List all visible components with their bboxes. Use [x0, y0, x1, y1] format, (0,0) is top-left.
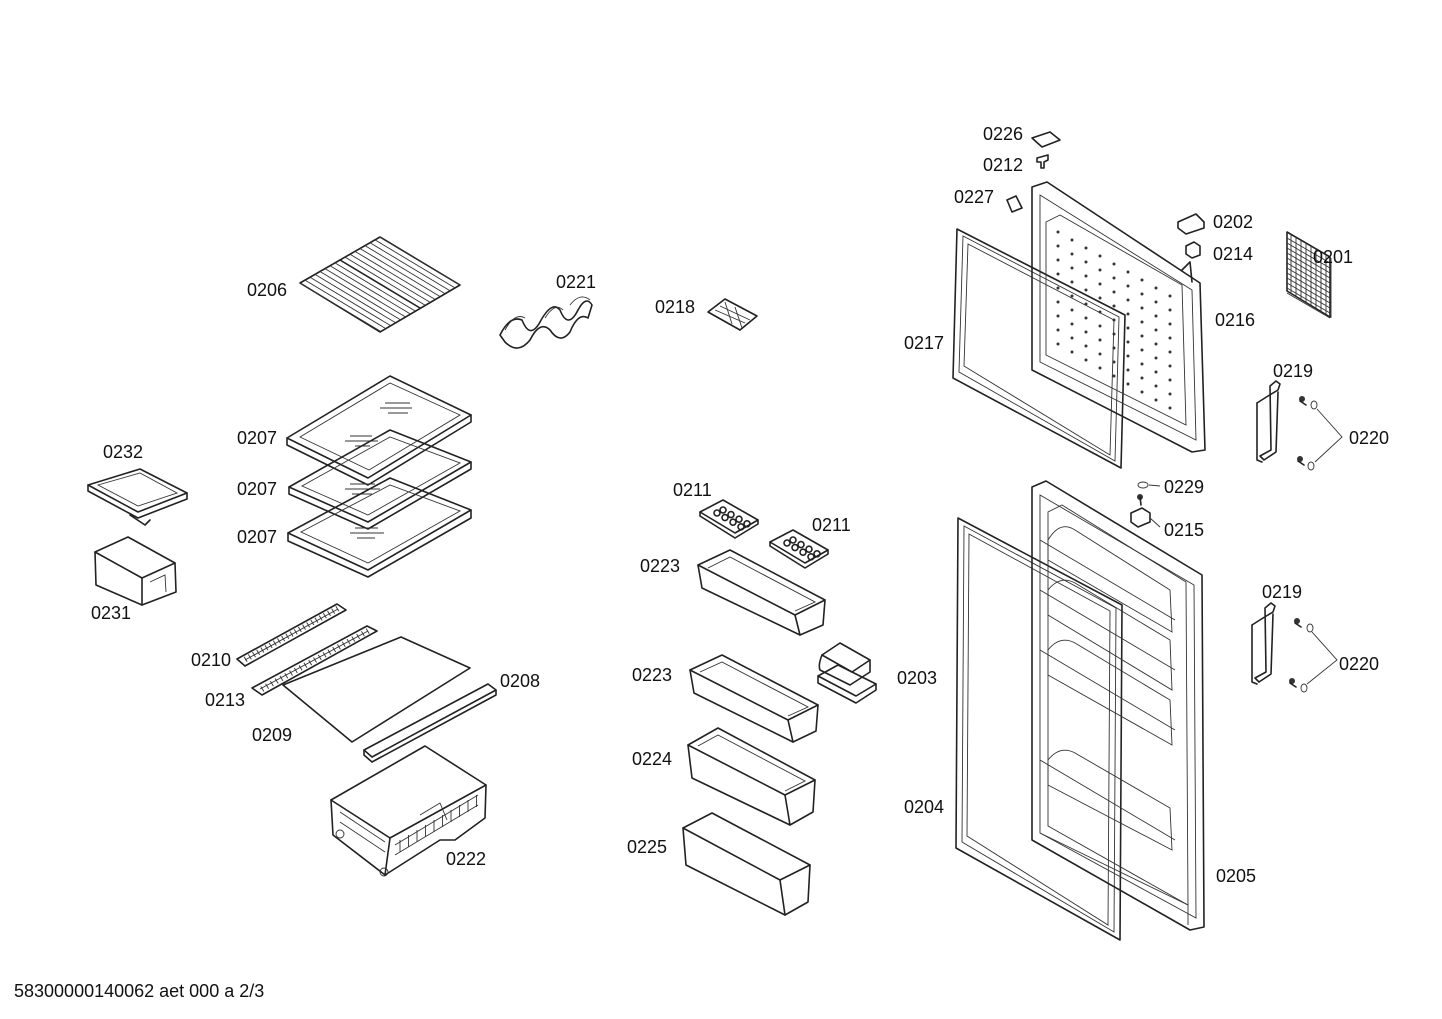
label-0204: 0204 [904, 797, 945, 817]
label-0218: 0218 [655, 297, 696, 317]
part-0219-handle-upper [1256, 380, 1281, 463]
label-0232: 0232 [103, 442, 144, 462]
label-0225: 0225 [627, 837, 668, 857]
label-0213: 0213 [205, 690, 246, 710]
part-0201-label [1286, 231, 1332, 319]
drawing-number: 58300000140062 aet 000 a 2/3 [14, 981, 265, 1001]
label-0219-upper: 0219 [1273, 361, 1314, 381]
label-0220-upper: 0220 [1349, 428, 1390, 448]
label-0211-b: 0211 [812, 515, 851, 535]
label-0223-lower: 0223 [632, 665, 673, 685]
part-0215-hinge-bracket [1130, 507, 1161, 528]
part-0207-glass-shelves [286, 375, 472, 578]
label-0208: 0208 [500, 671, 541, 691]
label-0216: 0216 [1215, 310, 1256, 330]
label-0222: 0222 [446, 849, 487, 869]
part-0221-bottle-rack [499, 296, 593, 349]
part-0216-freezer-door [1031, 181, 1206, 453]
part-0220-screws-lower [1289, 618, 1338, 693]
label-0226: 0226 [983, 124, 1024, 144]
part-0211-egg-tray-a [699, 499, 759, 539]
part-0203-butter-box [817, 642, 877, 704]
part-0225-door-shelf [682, 812, 811, 916]
part-0229-washer [1137, 481, 1161, 506]
part-0202-cap [1177, 213, 1205, 235]
label-0220-lower: 0220 [1339, 654, 1380, 674]
part-0232-tray [87, 468, 188, 526]
label-0203: 0203 [897, 668, 938, 688]
label-0202: 0202 [1213, 212, 1254, 232]
part-0210-strip [236, 603, 347, 667]
part-0209-cover-plate [282, 636, 471, 743]
part-0226-hinge-cover [1031, 131, 1061, 148]
label-0217: 0217 [904, 333, 945, 353]
label-0229: 0229 [1164, 477, 1205, 497]
part-0218-egg-tray [707, 298, 758, 331]
label-0207-middle: 0207 [237, 479, 278, 499]
part-0227-pad [1006, 195, 1023, 213]
label-0224: 0224 [632, 749, 673, 769]
label-0215: 0215 [1164, 520, 1205, 540]
label-0214: 0214 [1213, 244, 1254, 264]
part-0223-door-shelf-upper [697, 549, 826, 636]
part-0220-screws-upper [1297, 396, 1343, 471]
part-0219-handle-lower [1251, 602, 1276, 685]
label-0205: 0205 [1216, 866, 1257, 886]
label-0210: 0210 [191, 650, 232, 670]
label-0212: 0212 [983, 155, 1024, 175]
part-0213-strip [251, 625, 378, 696]
part-0222-crisper-box [330, 745, 487, 877]
part-0217-freezer-gasket [952, 228, 1126, 469]
label-0223-upper: 0223 [640, 556, 681, 576]
label-0206: 0206 [247, 280, 288, 300]
part-0206-wire-shelf [299, 236, 461, 333]
label-0227: 0227 [954, 187, 995, 207]
part-0231-drawer [94, 536, 177, 606]
label-0231: 0231 [91, 603, 132, 623]
part-0205-fridge-door [1031, 480, 1205, 931]
label-0201: 0201 [1313, 247, 1354, 267]
label-0207-top: 0207 [237, 428, 278, 448]
label-0207-bottom: 0207 [237, 527, 278, 547]
part-0211-egg-tray-b [769, 529, 829, 569]
part-0214-hinge [1185, 241, 1201, 259]
part-0212-hinge-pin [1036, 154, 1049, 169]
part-0224-door-shelf [687, 727, 816, 826]
label-0219-lower: 0219 [1262, 582, 1303, 602]
label-0221: 0221 [556, 272, 597, 292]
label-0209: 0209 [252, 725, 293, 745]
part-0223-door-shelf-lower [689, 654, 819, 743]
part-0208-profile [363, 683, 497, 763]
label-0211-a: 0211 [673, 480, 712, 500]
